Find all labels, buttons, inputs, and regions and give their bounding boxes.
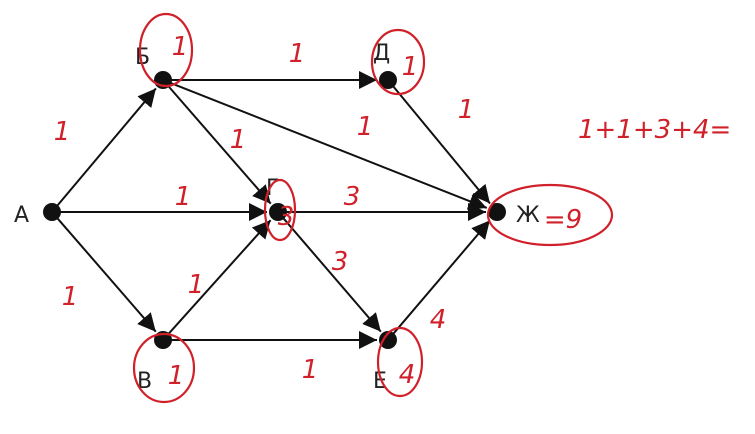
edge-E-Zh [391,219,491,337]
node-value-D: 1 [402,52,419,82]
edge-weight-A-V: 1 [62,282,79,312]
annotation-circle-Zh [486,183,614,247]
node-G [269,203,287,221]
edge-weight-G-E: 3 [332,247,349,277]
node-label-E: Е [373,369,387,394]
edge-A-B [55,87,157,209]
edge-B-Zh [168,81,488,210]
node-value-E: 4 [399,360,416,390]
edge-weight-D-Zh: 1 [458,95,475,125]
annotation-circle-B [138,12,194,88]
node-label-V: В [137,369,152,394]
edge-weight-B-Zh: 1 [357,112,374,142]
edge-D-Zh [391,83,491,205]
node-label-B: Б [135,45,150,70]
node-A [43,203,61,221]
edge-A-V [55,215,157,333]
node-label-G: Г [266,176,279,201]
edge-weight-V-E: 1 [302,355,319,385]
edge-G-E [281,215,382,333]
node-label-A: А [14,203,29,228]
edge-V-G [166,219,272,337]
node-E [379,331,397,349]
edge-weight-B-G: 1 [230,125,247,155]
edge-weight-G-Zh: 3 [344,182,361,212]
node-label-Zh: Ж [516,203,540,228]
node-value-V: 1 [168,361,185,391]
equation: 1+1+3+4= [578,115,731,145]
edge-weight-E-Zh: 4 [430,305,447,335]
annotation-circle-E [376,326,424,398]
node-label-D: Д [373,41,390,66]
node-value-Zh: =9 [544,205,582,235]
edge-weight-B-D: 1 [289,39,306,69]
edge-B-G [166,83,272,205]
edge-weight-A-B: 1 [54,117,71,147]
node-value-B: 1 [172,32,189,62]
annotation-circle-G [263,178,297,242]
edge-weight-A-G: 1 [175,182,192,212]
edge-weight-V-G: 1 [188,270,205,300]
node-Zh [488,203,506,221]
annotation-circle-V [132,332,196,404]
node-D [379,71,397,89]
annotation-circle-D [370,28,426,96]
node-value-G: 3 [278,202,295,232]
